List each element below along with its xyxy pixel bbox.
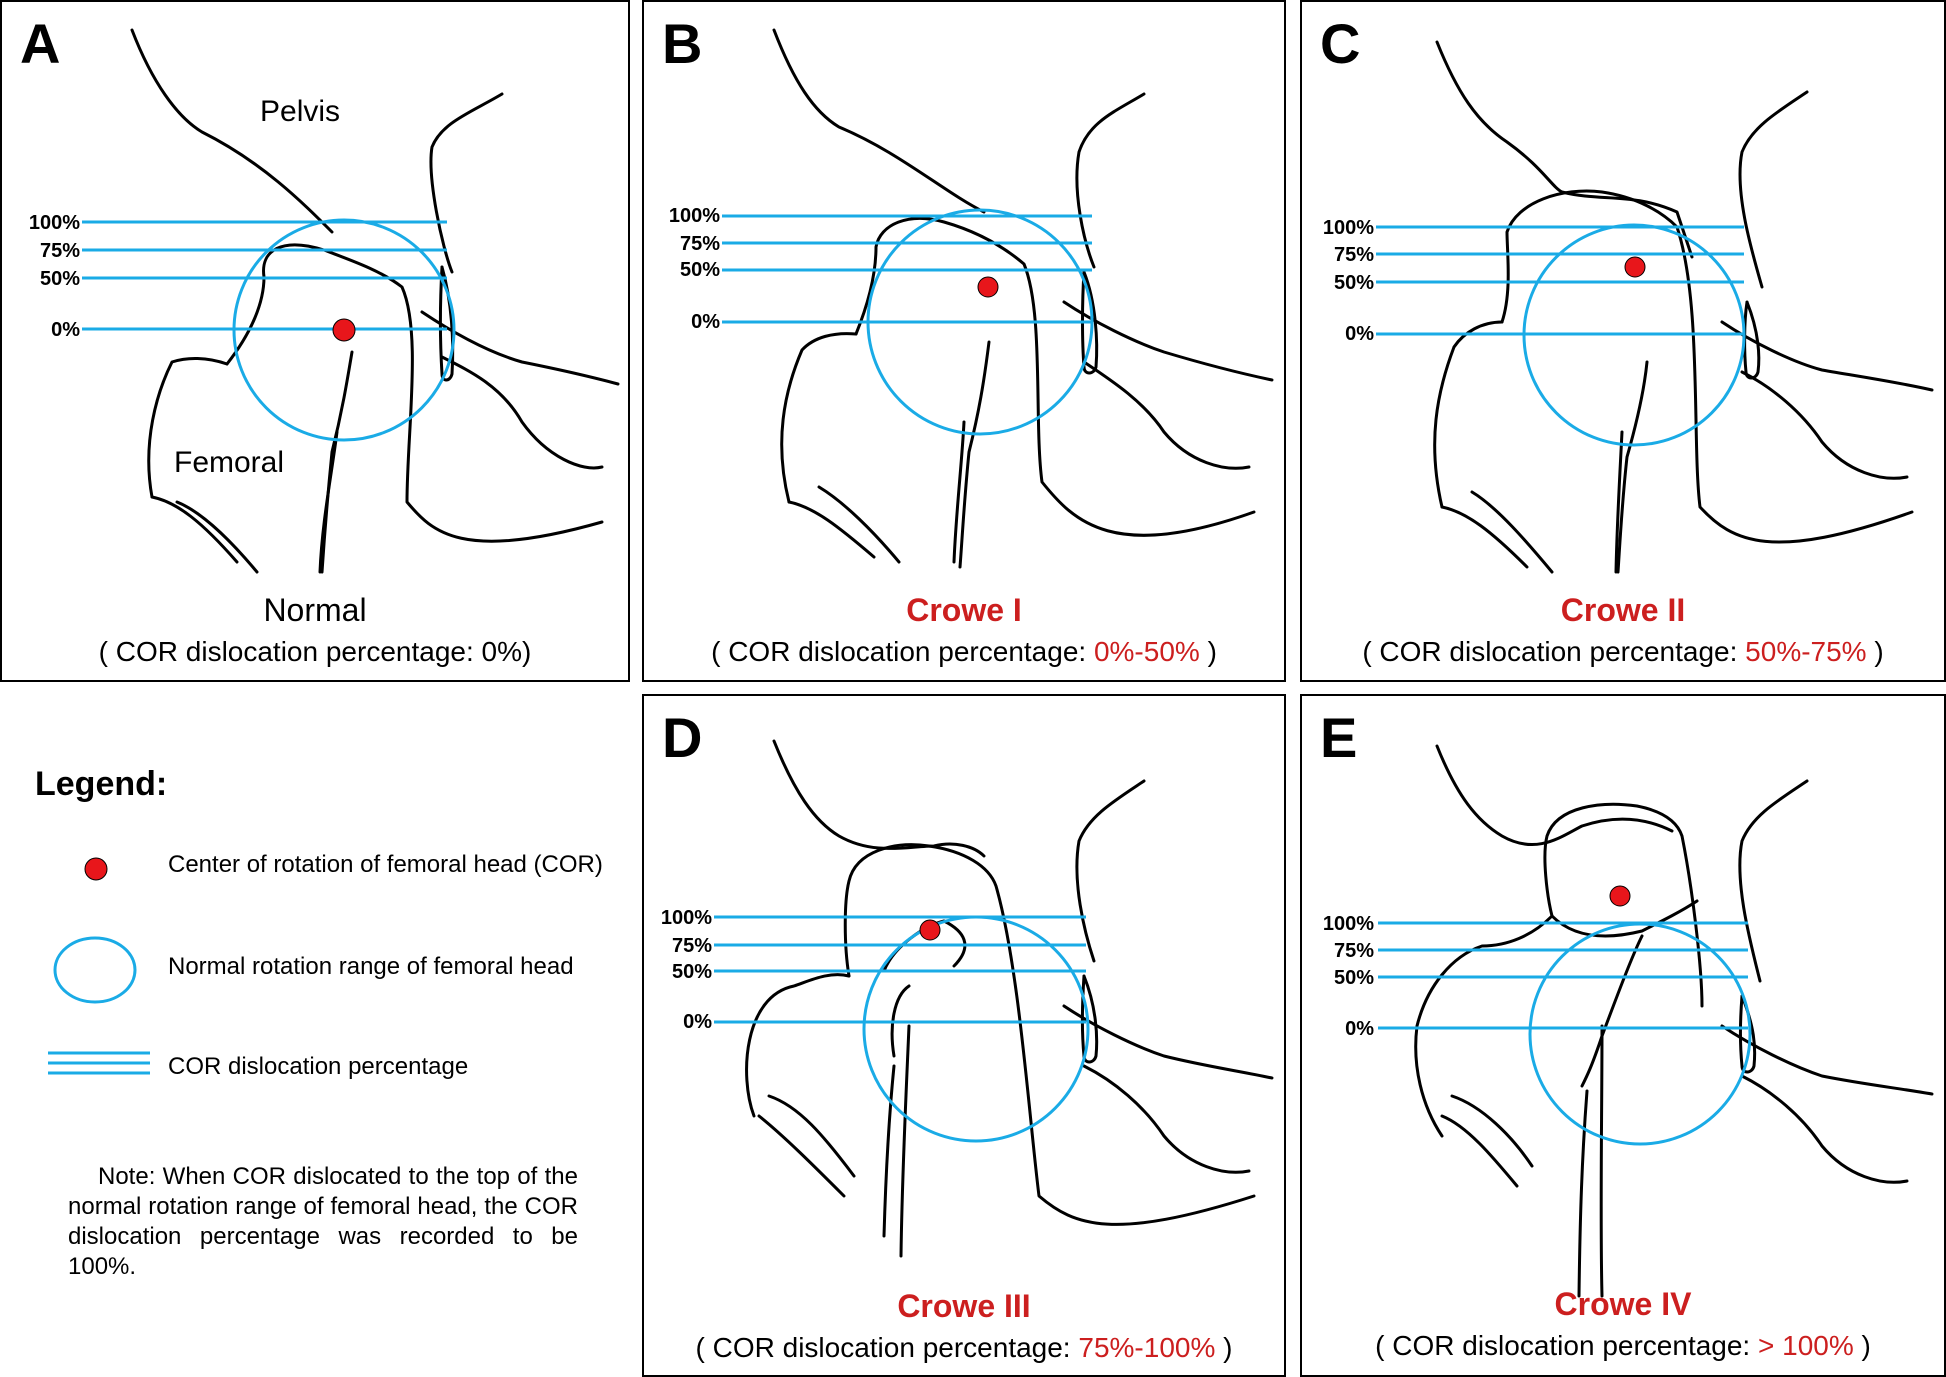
legend-cor-text: Center of rotation of femoral head (COR) <box>168 851 603 878</box>
level-100-label: 100% <box>1322 217 1374 239</box>
hip-diagram-a <box>82 28 620 574</box>
cor-dot <box>977 276 999 298</box>
pelvis-label: Pelvis <box>260 95 341 128</box>
grade-label: Crowe II <box>1560 592 1686 628</box>
cor-dot <box>1609 885 1631 907</box>
panel-letter: B <box>662 12 703 75</box>
hip-diagram-e <box>1378 744 1934 1298</box>
level-50-label: 50% <box>671 961 712 983</box>
rotation-range-circle <box>1522 223 1746 447</box>
legend-lines-text: COR dislocation percentage <box>168 1053 469 1080</box>
cor-dot <box>332 318 356 342</box>
caption-prefix: ( COR dislocation percentage: <box>1362 636 1746 667</box>
caption-prefix: ( COR dislocation percentage: <box>1375 1330 1758 1361</box>
rotation-range-circle <box>232 218 456 442</box>
panel-letter: E <box>1320 706 1358 769</box>
legend-range-text: Normal rotation range of femoral head <box>168 953 574 980</box>
caption-range: 75%-100% <box>1078 1332 1216 1363</box>
cor-dot <box>1624 256 1646 278</box>
level-75-label: 75% <box>1333 940 1374 962</box>
bone-outline <box>1414 744 1934 1298</box>
grade-label: Normal <box>263 592 367 628</box>
panel-e: E 100% 75% 50% 0% Crowe IV ( COR disloca… <box>1300 694 1946 1377</box>
level-0-label: 0% <box>1345 1018 1374 1040</box>
level-50-label: 50% <box>39 268 80 290</box>
bone-outline <box>772 28 1274 569</box>
level-100-label: 100% <box>1322 913 1374 935</box>
level-50-label: 50% <box>1333 272 1374 294</box>
level-0-label: 0% <box>1345 323 1374 345</box>
level-50-label: 50% <box>679 259 720 281</box>
caption: ( COR dislocation percentage: 75%-100% ) <box>644 1332 1284 1364</box>
level-100-label: 100% <box>668 205 720 227</box>
level-0-label: 0% <box>683 1011 712 1033</box>
hip-diagram-d <box>714 739 1274 1258</box>
caption: ( COR dislocation percentage: 50%-75% ) <box>1302 636 1944 668</box>
femoral-label: Femoral <box>174 446 285 479</box>
caption-suffix: ) <box>1215 1332 1233 1363</box>
panel-b: B 100% 75% 50% 0% Crowe I ( COR dislocat… <box>642 0 1286 682</box>
caption: ( COR dislocation percentage: > 100% ) <box>1302 1330 1944 1362</box>
caption-prefix: ( COR dislocation percentage: <box>711 636 1094 667</box>
caption-prefix: ( COR dislocation percentage: <box>695 1332 1079 1363</box>
cor-dot <box>919 919 941 941</box>
level-75-label: 75% <box>39 240 80 262</box>
bone-outline <box>745 739 1274 1258</box>
legend-cor-dot <box>84 857 108 881</box>
level-75-label: 75% <box>671 935 712 957</box>
panel-c: C 100% 75% 50% 0% Crowe II ( COR disloca… <box>1300 0 1946 682</box>
level-75-label: 75% <box>1333 244 1374 266</box>
caption-range: 0%) <box>481 636 532 667</box>
cor-lines-b <box>722 214 1092 324</box>
rotation-range-circle <box>1528 922 1752 1146</box>
level-100-label: 100% <box>28 212 80 234</box>
caption-suffix: ) <box>1199 636 1217 667</box>
level-0-label: 0% <box>691 311 720 333</box>
rotation-range-circle <box>866 208 1094 436</box>
cor-lines-e <box>1378 921 1748 1030</box>
caption-prefix: ( COR dislocation percentage: <box>98 636 482 667</box>
caption-range: 0%-50% <box>1093 636 1200 667</box>
panel-a: A Pelvis Femoral 100% 75% 50% 0% Normal … <box>0 0 630 682</box>
grade-label: Crowe IV <box>1554 1286 1692 1322</box>
cor-lines-d <box>714 915 1086 1024</box>
grade-label: Crowe III <box>897 1288 1031 1324</box>
grade-label: Crowe I <box>906 592 1022 628</box>
caption-suffix: ) <box>1866 636 1884 667</box>
level-100-label: 100% <box>660 907 712 929</box>
caption: ( COR dislocation percentage: 0%) <box>2 636 628 668</box>
legend-title: Legend: <box>35 765 168 803</box>
caption: ( COR dislocation percentage: 0%-50% ) <box>644 636 1284 668</box>
rotation-range-circle <box>862 915 1090 1143</box>
panel-letter: A <box>20 12 61 75</box>
panel-letter: C <box>1320 12 1361 75</box>
panel-letter: D <box>662 706 703 769</box>
panel-d: D 100% 75% 50% 0% Crowe III ( COR disloc… <box>642 694 1286 1377</box>
caption-range: 50%-75% <box>1745 636 1867 667</box>
legend-note: Note: When COR dislocated to the top of … <box>68 1163 578 1280</box>
legend-symbols <box>48 857 150 1075</box>
level-0-label: 0% <box>51 319 80 341</box>
bone-outline <box>1433 40 1934 574</box>
hip-diagram-b <box>722 28 1274 569</box>
hip-diagram-c <box>1376 40 1934 574</box>
caption-suffix: ) <box>1853 1330 1871 1361</box>
legend-circle-icon <box>53 936 137 1004</box>
level-75-label: 75% <box>679 233 720 255</box>
bone-outline <box>130 28 620 574</box>
cor-lines-a <box>82 220 447 331</box>
level-50-label: 50% <box>1333 967 1374 989</box>
caption-range: > 100% <box>1758 1330 1854 1361</box>
